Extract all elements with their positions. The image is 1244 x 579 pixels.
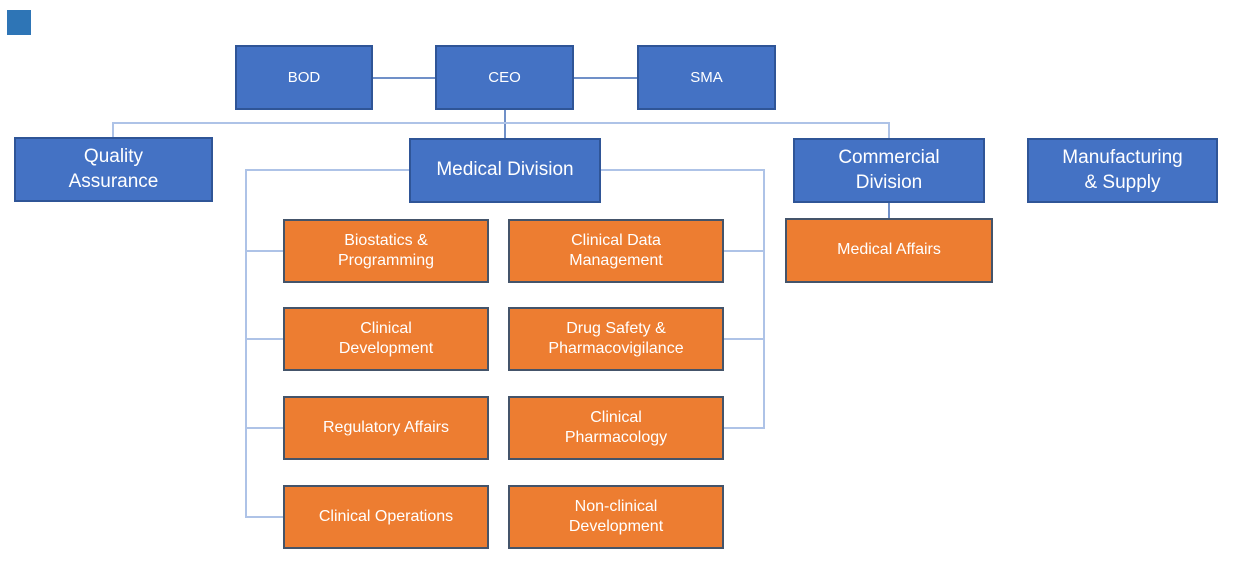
connector-medical-division-right-exit <box>601 169 765 171</box>
connector-commercial-medical-affairs <box>888 202 890 218</box>
org-box-drug-safety-pharmacovigilance: Drug Safety & Pharmacovigilance <box>508 307 724 371</box>
org-box-regulatory-affairs: Regulatory Affairs <box>283 396 489 460</box>
stub-right-clinical-pharmacology <box>724 427 765 429</box>
org-box-non-clinical-development: Non-clinical Development <box>508 485 724 549</box>
org-box-manufacturing-supply: Manufacturing & Supply <box>1027 138 1218 203</box>
org-box-commercial-division: Commercial Division <box>793 138 985 203</box>
connector-ceo-medical-division <box>504 110 506 138</box>
stub-right-clinical-data <box>724 250 765 252</box>
org-box-bod: BOD <box>235 45 373 110</box>
stub-right-drug-safety <box>724 338 765 340</box>
org-box-clinical-operations: Clinical Operations <box>283 485 489 549</box>
connector-quality-assurance-drop <box>112 122 114 137</box>
org-box-medical-division: Medical Division <box>409 138 601 203</box>
org-box-sma: SMA <box>637 45 776 110</box>
stub-left-biostatics <box>245 250 283 252</box>
connector-medical-division-left-exit <box>245 169 409 171</box>
org-box-clinical-data-management: Clinical Data Management <box>508 219 724 283</box>
right-spine <box>763 169 765 429</box>
stub-left-clinical-operations <box>245 516 283 518</box>
org-box-ceo: CEO <box>435 45 574 110</box>
org-box-clinical-pharmacology: Clinical Pharmacology <box>508 396 724 460</box>
connector-divisions-horizontal <box>112 122 890 124</box>
decorative-square <box>7 10 31 35</box>
org-box-quality-assurance: Quality Assurance <box>14 137 213 202</box>
connector-commercial-division-drop <box>888 122 890 138</box>
stub-left-clinical-development <box>245 338 283 340</box>
connector-ceo-sma <box>574 77 637 79</box>
org-box-clinical-development: Clinical Development <box>283 307 489 371</box>
left-spine <box>245 169 247 518</box>
connector-bod-ceo <box>373 77 435 79</box>
org-box-medical-affairs: Medical Affairs <box>785 218 993 283</box>
org-box-biostatics-programming: Biostatics & Programming <box>283 219 489 283</box>
stub-left-regulatory-affairs <box>245 427 283 429</box>
